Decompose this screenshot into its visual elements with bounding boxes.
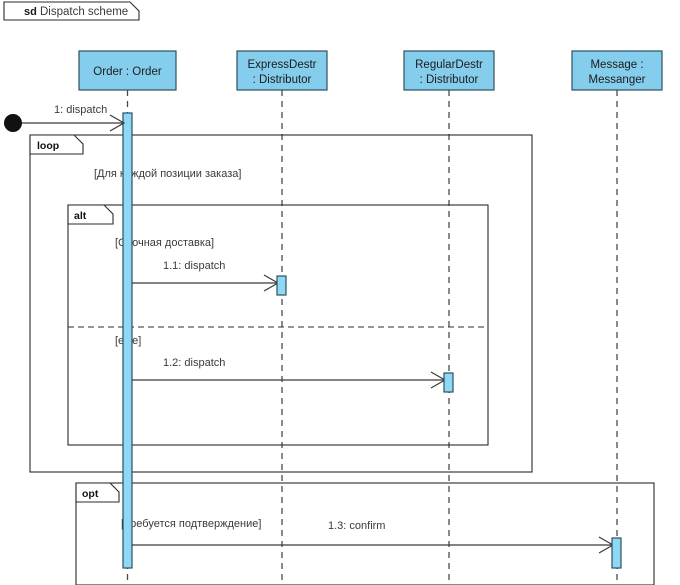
fragment-alt-box[interactable] <box>67 204 489 446</box>
activation-bar-expressdestr[interactable] <box>276 275 287 296</box>
message-1-2-label: 1.2: dispatch <box>163 357 225 369</box>
lifeline-order-label: Order : Order <box>93 66 162 78</box>
fragment-alt-guard-1: [Срочная доставка] <box>115 237 214 249</box>
frame-header-tab-shape <box>3 1 140 21</box>
message-1-arrowhead <box>109 114 126 132</box>
lifeline-expressdestr[interactable]: ExpressDestr : Distributor <box>236 50 328 585</box>
activation-bar-message[interactable] <box>611 537 622 569</box>
fragment-alt-tab-shape <box>67 204 114 225</box>
fragment-loop-tab-shape <box>29 134 84 155</box>
fragment-loop-keyword: loop <box>37 140 59 152</box>
fragment-loop[interactable]: loop [Для каждой позиции заказа] <box>29 134 533 473</box>
fragment-opt[interactable]: opt [Требуется подтверждение] <box>75 482 655 585</box>
diagram-frame-header: sd Dispatch scheme <box>3 1 140 21</box>
found-message-start-dot <box>4 114 22 132</box>
fragment-opt-keyword: opt <box>82 488 99 500</box>
message-1-2-dispatch[interactable]: 1.2: dispatch <box>132 357 454 393</box>
message-1-dispatch[interactable]: 1: dispatch <box>4 104 126 132</box>
fragment-loop-box[interactable] <box>29 134 533 473</box>
lifeline-message-label-line1: Message : <box>590 59 643 71</box>
lifeline-message[interactable]: Message : Messanger <box>571 50 663 585</box>
activation-bar-regulardestr[interactable] <box>443 372 454 393</box>
lifeline-regulardestr-label-line2: : Distributor <box>420 74 479 86</box>
message-1-3-confirm[interactable]: 1.3: confirm <box>132 520 622 569</box>
lifeline-order-box[interactable] <box>78 50 177 91</box>
lifeline-regulardestr-label-line1: RegularDestr <box>415 59 483 71</box>
message-1-label: 1: dispatch <box>54 104 107 116</box>
lifeline-expressdestr-label-line1: ExpressDestr <box>247 59 316 71</box>
lifeline-regulardestr[interactable]: RegularDestr : Distributor <box>403 50 495 585</box>
lifeline-regulardestr-box[interactable] <box>403 50 495 91</box>
message-1-3-label: 1.3: confirm <box>328 520 385 532</box>
fragment-loop-guard: [Для каждой позиции заказа] <box>94 168 241 180</box>
frame-title: Dispatch scheme <box>40 6 128 18</box>
frame-keyword: sd <box>24 6 37 18</box>
fragment-opt-guard: [Требуется подтверждение] <box>121 518 261 530</box>
fragment-opt-box[interactable] <box>75 482 655 585</box>
activation-bar-order[interactable] <box>122 112 133 569</box>
fragment-alt[interactable]: alt [Срочная доставка] [else] <box>67 204 489 446</box>
fragment-opt-tab-shape <box>75 482 120 503</box>
lifeline-message-label-line2: Messanger <box>589 74 646 86</box>
fragment-alt-keyword: alt <box>74 210 87 222</box>
message-1-1-label: 1.1: dispatch <box>163 260 225 272</box>
message-1-1-dispatch[interactable]: 1.1: dispatch <box>132 260 287 296</box>
lifeline-expressdestr-label-line2: : Distributor <box>253 74 312 86</box>
